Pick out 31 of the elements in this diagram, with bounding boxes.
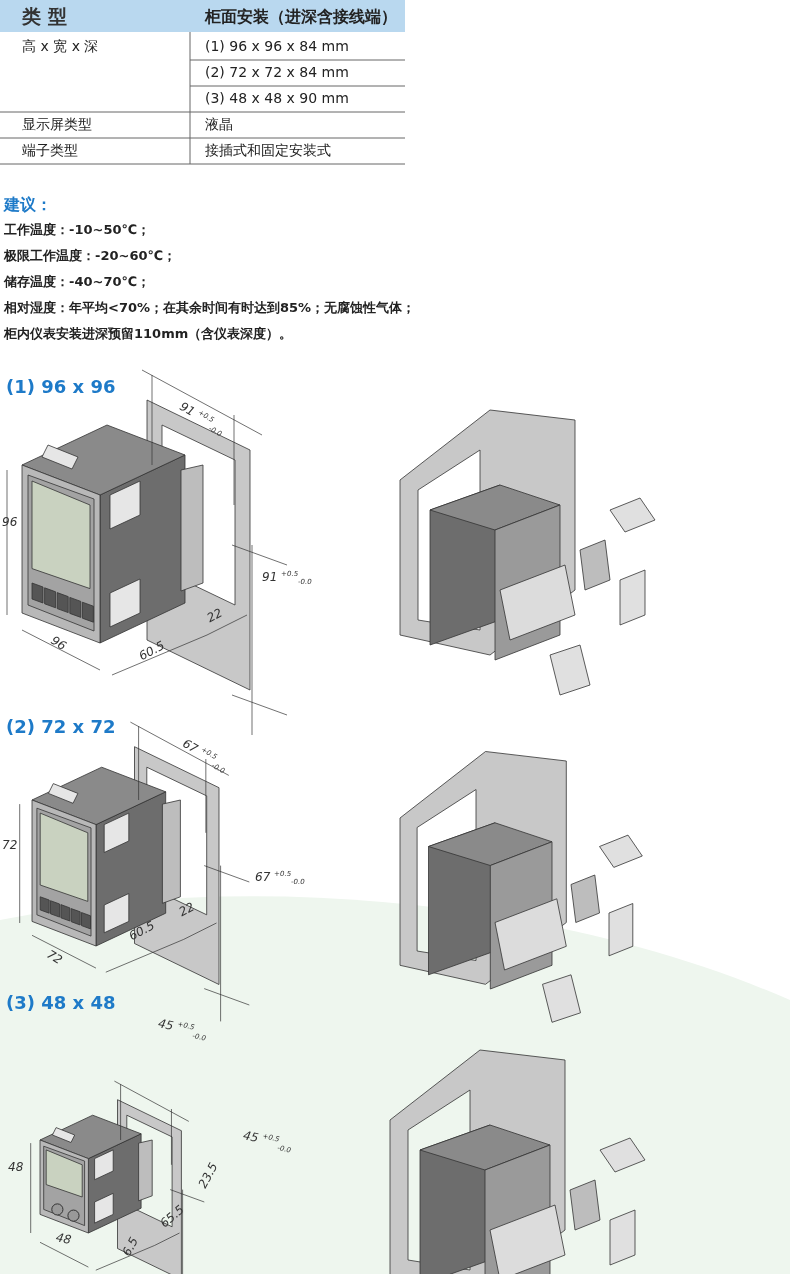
note-text: 储存温度：-40~70℃；	[4, 274, 151, 290]
dimension-label: 60.5	[126, 918, 157, 944]
dimension-label: 72	[2, 838, 18, 853]
section-heading: 建议：	[4, 195, 52, 215]
dimension-label: 96	[48, 633, 69, 654]
drawing-title: (3) 48 x 48	[6, 992, 116, 1014]
dimension-label: 6.5	[119, 1234, 142, 1259]
column-header: 类 型	[22, 5, 67, 28]
dimension-label: 48	[8, 1160, 24, 1175]
dimension-label: 48	[54, 1230, 73, 1248]
note-text: 工作温度：-10~50℃；	[4, 222, 151, 238]
dimension-label: 22	[176, 899, 197, 920]
dimension-label: 22	[204, 605, 225, 626]
table-cell: 端子类型	[22, 142, 78, 159]
note-text: 柜内仪表安装进深预留110mm（含仪表深度）。	[4, 326, 293, 342]
drawing-title: (2) 72 x 72	[6, 716, 116, 738]
dimension-label: 23.5	[195, 1160, 221, 1191]
note-text: 相对湿度：年平均<70%；在其余时间有时达到85%；无腐蚀性气体；	[4, 300, 416, 316]
table-cell: 接插式和固定安装式	[205, 142, 331, 159]
column-header: 柜面安装（进深含接线端）	[205, 7, 397, 27]
note-text: 极限工作温度：-20~60℃；	[4, 248, 177, 264]
table-cell: (1) 96 x 96 x 84 mm	[205, 38, 349, 55]
dimension-label: 72	[44, 947, 65, 968]
dimension-label: 96	[2, 515, 18, 530]
dimension-label: 60.5	[136, 638, 167, 664]
drawing-title: (1) 96 x 96	[6, 376, 116, 398]
table-cell: 显示屏类型	[22, 116, 92, 133]
table-cell: (2) 72 x 72 x 84 mm	[205, 64, 349, 81]
table-cell: (3) 48 x 48 x 90 mm	[205, 90, 349, 107]
table-cell: 高 x 宽 x 深	[22, 38, 99, 55]
table-cell: 液晶	[205, 116, 233, 133]
